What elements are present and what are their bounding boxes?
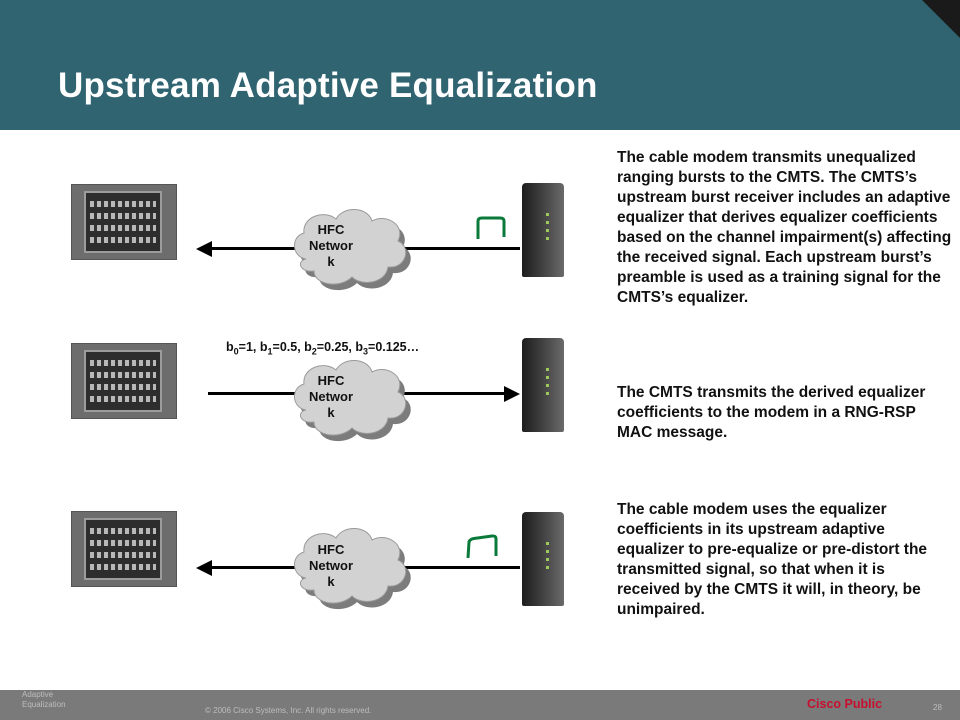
- cmts-chassis-icon: [71, 511, 177, 587]
- cable-modem-icon: [522, 183, 564, 277]
- pre-equalized-pulse-icon: [466, 534, 498, 559]
- hfc-network-label: HFC Networ k: [308, 542, 354, 589]
- slide-title: Upstream Adaptive Equalization: [58, 66, 598, 105]
- footer-section: Adaptive Equalization: [22, 690, 66, 709]
- pre-equalization-description: The cable modem uses the equalizer coeff…: [617, 501, 928, 618]
- arrow-head-icon: [196, 560, 212, 576]
- unequalized-pulse-icon: [476, 216, 506, 239]
- page-number: 28: [933, 703, 942, 712]
- title-bar: Upstream Adaptive Equalization: [0, 0, 960, 130]
- hfc-cloud-icon: [294, 209, 411, 291]
- hfc-cloud-icon: [294, 360, 411, 442]
- cmts-chassis-icon: [71, 184, 177, 260]
- hfc-cloud-icon: [294, 528, 411, 610]
- equalization-diagram: HFC Networ k b0=1, b1=0.5, b2=0.25, b3=0…: [0, 130, 610, 690]
- cmts-chassis-icon: [71, 343, 177, 419]
- rng-rsp-description: The CMTS transmits the derived equalizer…: [617, 384, 926, 441]
- arrow-head-icon: [196, 241, 212, 257]
- classification-label: Cisco Public: [807, 697, 883, 711]
- footer-bar: Adaptive Equalization © 2006 Cisco Syste…: [0, 690, 960, 720]
- footer-copyright: © 2006 Cisco Systems, Inc. All rights re…: [205, 706, 372, 715]
- ranging-burst-description: The cable modem transmits unequalized ra…: [617, 149, 952, 306]
- hfc-network-label: HFC Networ k: [308, 373, 354, 420]
- cable-modem-icon: [522, 338, 564, 432]
- cable-modem-icon: [522, 512, 564, 606]
- corner-decoration: [922, 0, 960, 38]
- equalizer-coefficients-label: b0=1, b1=0.5, b2=0.25, b3=0.125…: [226, 340, 420, 357]
- arrow-head-icon: [504, 386, 520, 402]
- hfc-network-label: HFC Networ k: [308, 222, 354, 269]
